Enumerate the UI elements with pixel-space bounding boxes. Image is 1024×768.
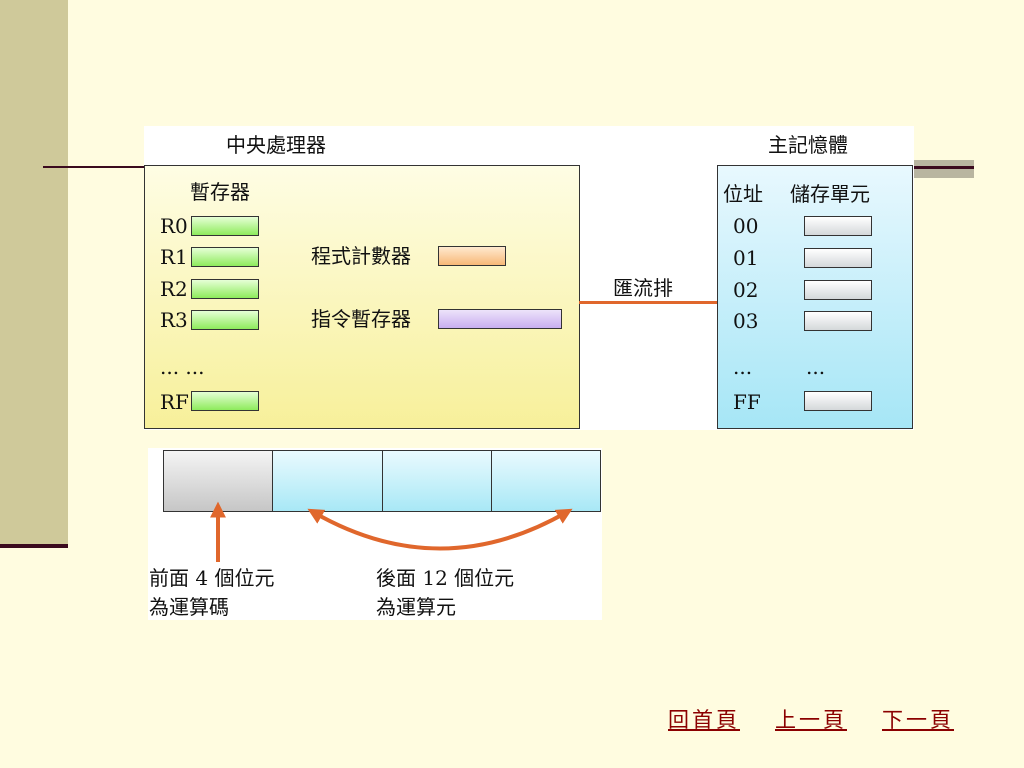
home-link[interactable]: 回首頁 [668, 708, 740, 732]
memory-ellipsis: ... [806, 355, 826, 379]
program-counter-label: 程式計數器 [311, 244, 411, 268]
memory-cell [804, 311, 872, 331]
opcode-segment [163, 450, 273, 512]
cpu-title: 中央處理器 [226, 133, 326, 157]
memory-cells-header: 儲存單元 [790, 182, 870, 206]
instruction-register-cell [438, 309, 562, 329]
memory-cell [804, 216, 872, 236]
bus-label: 匯流排 [613, 276, 673, 300]
memory-cell [804, 248, 872, 268]
memory-ellipsis: ... [733, 355, 753, 379]
register-label: R2 [160, 277, 188, 301]
operand-segment [382, 450, 492, 512]
register-cell [191, 216, 259, 236]
memory-address: 00 [733, 214, 759, 238]
memory-cell [804, 391, 872, 411]
opcode-label-line1: 前面 4 個位元 [149, 566, 275, 590]
right-decor-bar-lower [912, 169, 974, 178]
next-page-link[interactable]: 下一頁 [882, 708, 954, 732]
memory-address-header: 位址 [723, 182, 763, 206]
memory-address: FF [733, 390, 761, 414]
operand-label-line2: 為運算元 [376, 595, 456, 619]
memory-address: 03 [733, 309, 759, 333]
registers-title: 暫存器 [190, 180, 250, 204]
operand-label-line1: 後面 12 個位元 [376, 566, 515, 590]
instruction-register-label: 指令暫存器 [311, 307, 411, 331]
opcode-label-line2: 為運算碼 [149, 595, 229, 619]
memory-title: 主記憶體 [768, 133, 848, 157]
memory-cell [804, 280, 872, 300]
register-cell [191, 279, 259, 299]
register-cell [191, 310, 259, 330]
memory-address: 02 [733, 278, 759, 302]
operand-segment [491, 450, 601, 512]
register-label: R3 [160, 308, 188, 332]
program-counter-cell [438, 246, 506, 266]
register-label: R0 [160, 214, 188, 238]
register-cell [191, 247, 259, 267]
register-label: R1 [160, 245, 188, 269]
register-cell [191, 391, 259, 411]
top-decor-line [43, 166, 153, 168]
register-ellipsis: ... ... [160, 355, 205, 379]
left-decor-line [0, 544, 68, 548]
register-label: RF [160, 390, 189, 414]
operand-segment [272, 450, 383, 512]
right-decor-bar [912, 160, 974, 166]
left-decor-bar [0, 0, 68, 548]
prev-page-link[interactable]: 上一頁 [775, 708, 847, 732]
right-decor-line [912, 166, 974, 169]
memory-address: 01 [733, 246, 759, 270]
bus-line [579, 301, 717, 304]
